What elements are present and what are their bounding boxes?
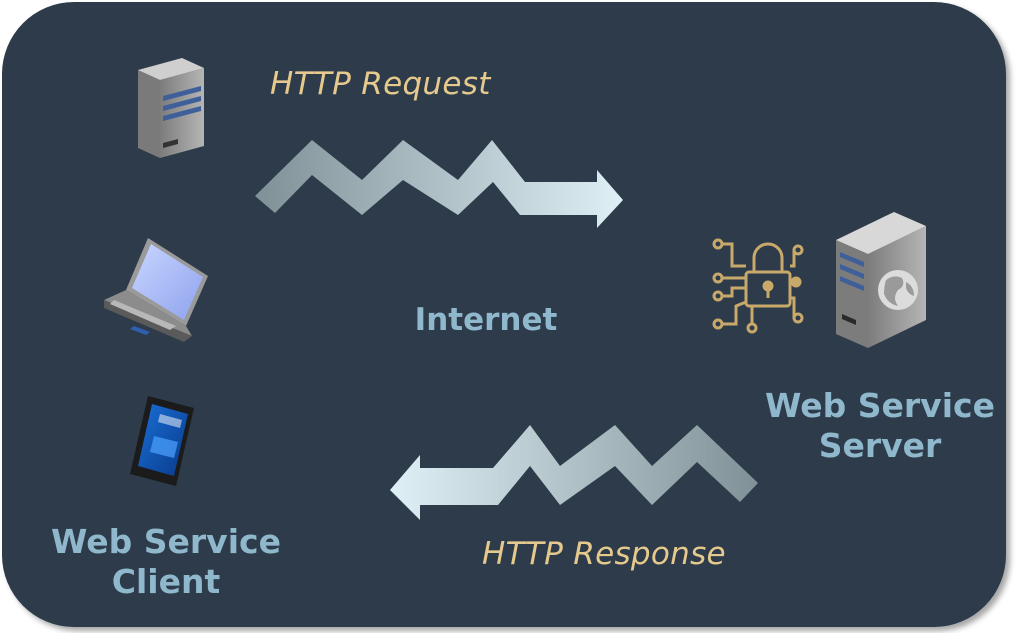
laptop-icon [104, 238, 208, 342]
client-label-line1: Web Service [51, 522, 281, 561]
smartphone-icon [130, 396, 194, 486]
server-label-line1: Web Service [765, 386, 995, 425]
http-response-arrow [390, 425, 758, 520]
http-response-label: HTTP Response [482, 536, 726, 572]
web-server-globe-icon [836, 212, 926, 348]
client-label: Web Service Client [46, 522, 286, 602]
client-label-line2: Client [111, 562, 221, 601]
http-request-label: HTTP Request [270, 66, 491, 102]
desktop-server-icon [138, 58, 204, 158]
circuit-lock-icon [712, 238, 804, 334]
server-label: Web Service Server [760, 386, 1000, 466]
internet-label: Internet [414, 302, 558, 338]
server-label-line2: Server [818, 426, 942, 465]
http-request-arrow [255, 140, 623, 228]
